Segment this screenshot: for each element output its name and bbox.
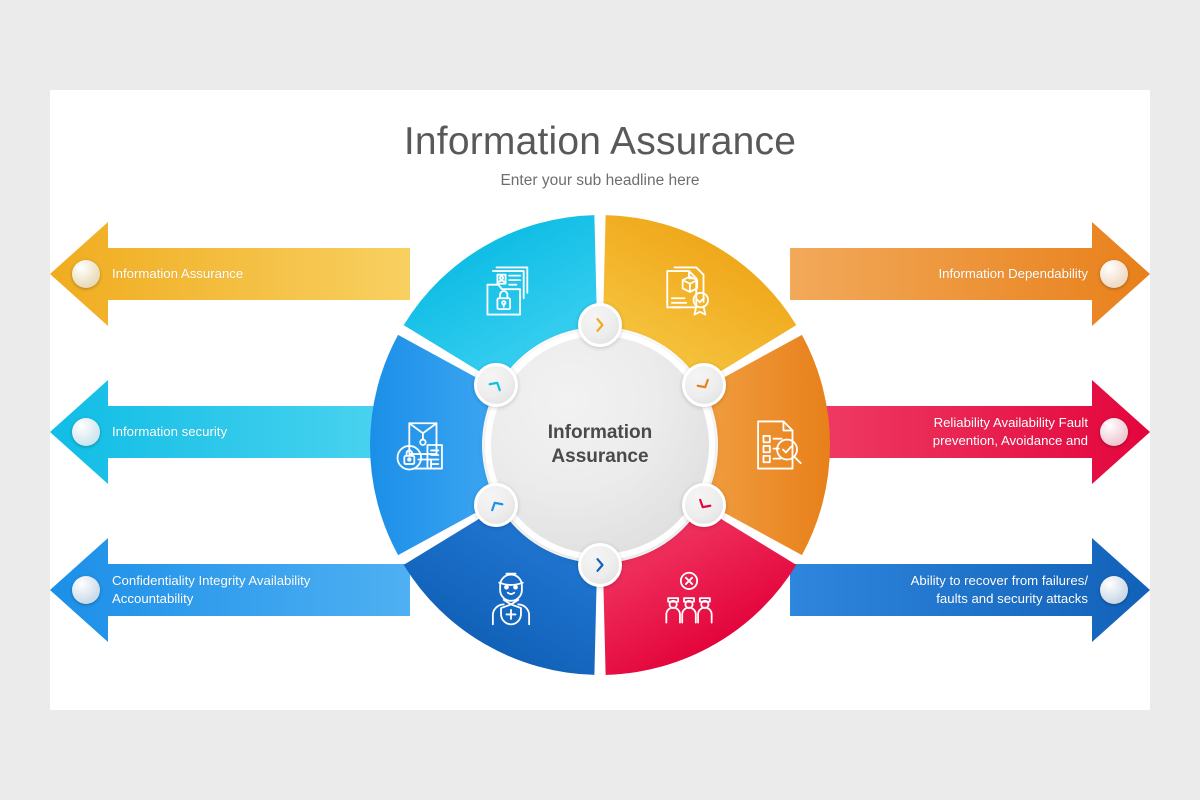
chevron-rotated-icon [690, 371, 717, 398]
team-failure-icon [660, 570, 718, 628]
document-audit-search-icon [749, 416, 807, 474]
page-title: Information Assurance [403, 120, 797, 163]
arrow-bullet-information-assurance [72, 260, 100, 288]
marker-upper-left[interactable] [474, 363, 519, 407]
arrow-bullet-information-security [72, 418, 100, 446]
arrow-information-security[interactable]: Information security [50, 380, 410, 484]
chevron-left-icon [590, 555, 610, 575]
marker-bottom[interactable] [578, 543, 622, 587]
arrow-bullet-confidentiality-integrity [72, 576, 100, 604]
certified-document-icon [660, 262, 718, 320]
locked-folder-icon [482, 262, 540, 320]
arrow-shape [50, 222, 410, 326]
arrow-information-assurance[interactable]: Information Assurance [50, 222, 410, 326]
arrow-shape [50, 538, 410, 642]
secure-envelope-icon [393, 416, 451, 474]
arrow-recover-from-failures[interactable]: Ability to recover from failures/faults … [790, 538, 1150, 642]
center-hub: Information Assurance [485, 330, 715, 560]
hub-label-line2: Assurance [551, 446, 649, 467]
marker-upper-right[interactable] [681, 363, 726, 407]
page-subtitle: Enter your sub headline here [500, 172, 700, 189]
information-assurance-wheel: Information Assurance [370, 215, 830, 675]
chevron-right-icon [590, 315, 610, 335]
chevron-rotated-icon [482, 371, 509, 398]
hub-label-line1: Information [547, 422, 653, 444]
wheel-segment-information-assurance[interactable] [602, 215, 797, 384]
arrow-shape [790, 380, 1150, 484]
chevron-rotated-icon [482, 491, 509, 518]
arrow-shape [50, 380, 410, 484]
marker-lower-right[interactable] [681, 483, 726, 527]
hub-label: Information Assurance [548, 421, 653, 469]
wheel-segment-information-security[interactable] [403, 215, 598, 384]
wheel-segment-reliability-availability[interactable] [602, 506, 797, 675]
arrow-bullet-reliability-availability [1100, 418, 1128, 446]
arrow-bullet-recover-from-failures [1100, 576, 1128, 604]
protected-person-icon [482, 570, 540, 628]
arrow-shape [790, 538, 1150, 642]
arrow-information-dependability[interactable]: Information Dependability [790, 222, 1150, 326]
marker-lower-left[interactable] [474, 483, 519, 527]
arrow-bullet-information-dependability [1100, 260, 1128, 288]
marker-top[interactable] [578, 303, 622, 347]
slide-canvas: Information Assurance Enter your sub hea… [50, 90, 1150, 710]
chevron-rotated-icon [690, 491, 717, 518]
arrow-shape [790, 222, 1150, 326]
